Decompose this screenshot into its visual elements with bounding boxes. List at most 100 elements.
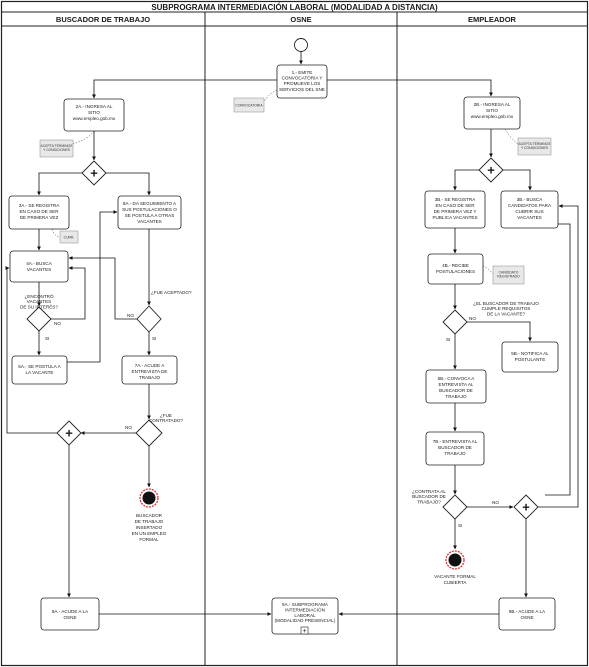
task-2b-text-line: SITIO (486, 108, 498, 113)
question-contratado-text-line: ¿FUE (160, 413, 172, 418)
end-empleador-text-line: VACANTE FORMAL (434, 574, 476, 579)
svg-text:+: + (487, 163, 495, 178)
task-7b-text-line: 7B.- ENTREVISTA AL (433, 439, 478, 444)
task-3b-busca-text-line: 3B.- BUSCA (517, 197, 543, 202)
question-encontro-text-line: ¿ENCONTRÓ (24, 293, 54, 299)
gateway-fue-aceptado (136, 305, 162, 333)
task-2a-text-line: SITIO (88, 110, 100, 115)
label-si-contrata: SI (458, 523, 462, 528)
task-9b-text-line: OSNE (520, 615, 533, 620)
task-5a-text: 5A.- SE POSTULA ALA VACANTE (18, 364, 61, 375)
label-no-aceptado: NO (127, 313, 134, 318)
task-9b-text-line: 9B.- ACUDE A LA (509, 609, 546, 614)
question-encontro-text-line: DE SU INTERÉS? (20, 303, 58, 309)
task-2a-text-line: www.empleo.gob.mx (73, 116, 116, 121)
task-7a-text-line: 7A.- ACUDE A (135, 363, 166, 368)
task-1-text-line: SERVICIOS DEL SNE (279, 87, 325, 92)
parallel-gateway-a (81, 160, 107, 186)
task-8a-text-line: SE POSTULA A OTRAS (125, 213, 175, 218)
question-encontro-text-line: VACANTES (27, 299, 51, 304)
task-3b-busca-text-line: VACANTES (517, 215, 541, 220)
task-5b-text-line: 5B.- NOTIFICA AL (511, 351, 549, 356)
note-candidato-registrado (492, 265, 525, 285)
task-7b-text-line: TRABAJO (444, 451, 466, 456)
gateway-encontro-vacantes (26, 306, 52, 332)
task-1-text-line: CONVOCATORIA Y (282, 76, 323, 81)
end-buscador-text-line: INSERTADO (136, 525, 163, 530)
task-9b-acude-osne (498, 597, 556, 631)
subprocess-text: 9A.- SUBPROGRAMAINTERMEDIACIÓNLABORAL(MO… (275, 602, 336, 623)
task-1-text-line: PROMUEVE LOS (284, 81, 321, 86)
svg-text:+: + (302, 628, 306, 635)
task-2a-text-line: 2A.- INGRESA AL (76, 104, 113, 109)
task-6b-text-line: ENTREVISTA AL (439, 382, 474, 387)
gateway-contrata (442, 494, 468, 520)
note-terminos-b-text-line: Y CONDICIONES (521, 146, 549, 150)
task-8a-text-line: VACANTES (137, 219, 161, 224)
note-candidato-text-line: CANDIDATO (499, 271, 519, 275)
question-contrata-text-line: TRABAJO? (417, 499, 441, 504)
task-3b-text-line: EN CASO DE SER (435, 203, 475, 208)
task-9a-text-line: OSNE (63, 615, 76, 620)
task-1-text-line: 1.- EMITE (292, 70, 313, 75)
note-terminos-a-text-line: Y CONDICIONES (43, 148, 71, 152)
task-3b-busca-text-line: CUBRIR SUS (515, 209, 543, 214)
task-5a-text-line: 5A.- SE POSTULA A (18, 364, 61, 369)
task-2b-ingresa-sitio (463, 96, 521, 130)
task-4a-text-line: 4A.- BUSCA (26, 261, 52, 266)
task-3b-text-line: DE PRIMERA VEZ Y (434, 209, 477, 214)
question-contratado-text-line: CONTRATADO? (149, 418, 183, 423)
gateway-cumple-requisitos (442, 309, 468, 335)
lane-header-empleador: EMPLEADOR (468, 15, 517, 24)
task-3b-busca-text-line: CANDIDATOS PARA (508, 203, 552, 208)
end-buscador-text-line: BUSCADOR (136, 513, 163, 518)
task-8a-text-line: 8A.- DA SEGUIMIENTO A (123, 201, 177, 206)
doc-convocatoria (233, 97, 265, 113)
task-6b-text-line: TRABAJO (445, 394, 467, 399)
label-si-aceptado: SI (152, 336, 156, 341)
note-terminos-a (39, 139, 74, 158)
question-cumple-text-line: CUMPLE REQUISITOS (482, 306, 531, 311)
task-4b-text-line: POSTULACIONES (436, 269, 475, 274)
task-4b-recibe-postulaciones (427, 253, 484, 285)
question-contrata-text-line: BUSCADOR DE (412, 494, 446, 499)
note-terminos-b (517, 137, 552, 156)
task-8a-da-seguimiento (117, 195, 182, 230)
label-no-contrata: NO (492, 500, 499, 505)
task-3b-text-line: 3B.- SE REGISTRA (435, 197, 477, 202)
lane-header-buscador: BUSCADOR DE TRABAJO (56, 15, 150, 24)
subprocess-text-line: 9A.- SUBPROGRAMA (282, 602, 329, 607)
end-empleador-text-line: CUBIERTA (444, 580, 468, 585)
note-cv-label: CURR. (64, 236, 75, 240)
note-candidato-text-line: REGISTRADO (497, 275, 520, 279)
svg-text:+: + (65, 426, 73, 441)
note-cv (59, 230, 79, 244)
task-7b-text-line: BUSCADOR DE (438, 445, 472, 450)
task-5b-text-line: POSTULANTE (515, 357, 546, 362)
subprocess-text-line: INTERMEDIACIÓN (285, 606, 325, 612)
question-cumple-text-line: DE LA VACANTE? (487, 311, 526, 316)
end-buscador-text-line: EN UN EMPLEO (132, 531, 167, 536)
task-2b-text-line: www.empleo.gob.mx (471, 114, 514, 119)
task-2b-text-line: 2B.- INGRESA AL (474, 102, 511, 107)
gateway-fue-contratado (135, 419, 163, 447)
label-no-contratado: NO (125, 425, 132, 430)
task-1-emite-convocatoria (276, 64, 328, 99)
